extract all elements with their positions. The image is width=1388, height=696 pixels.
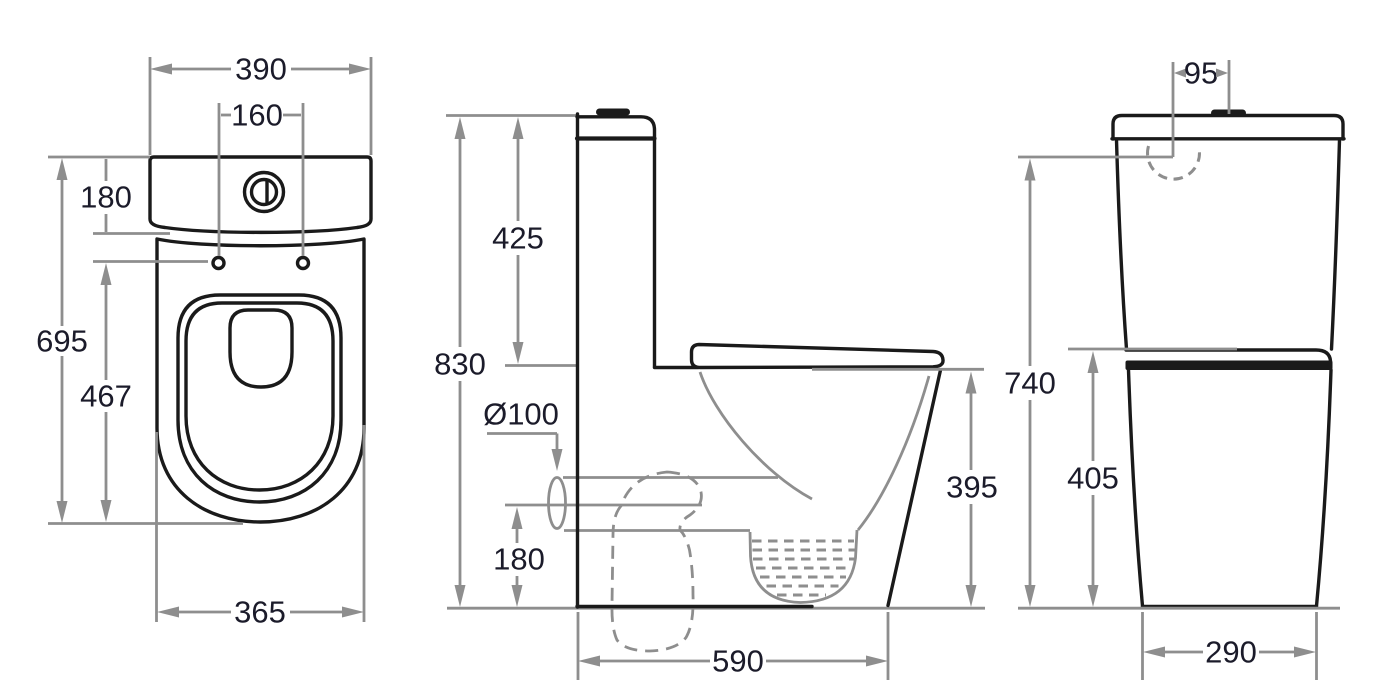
bowl-front-wall (698, 371, 813, 501)
dim-cistern-height: 425 (492, 117, 544, 364)
body-left-edge (1126, 368, 1145, 608)
flush-opening (228, 308, 294, 389)
dim-overall-depth: 695 (36, 158, 88, 523)
water-trap (748, 529, 859, 604)
seat-band (1125, 360, 1333, 370)
dim-overall-depth-side: 590 (576, 612, 890, 680)
dim-inlet-offset: 95 (1171, 56, 1231, 157)
bowl-back-wall (856, 375, 931, 531)
dim-cistern-width: 390 (148, 52, 373, 155)
seat-outer-ring (176, 293, 343, 504)
dim-label-395: 395 (946, 470, 998, 505)
water-hatch (752, 539, 855, 597)
dim-rim-height-side: 395 (946, 371, 998, 607)
dim-base-width: 290 (1141, 612, 1318, 680)
dim-label-405: 405 (1067, 461, 1119, 496)
body-right-edge (1314, 368, 1333, 608)
trapway-dashed-outline (610, 470, 703, 653)
dim-label-830: 830 (434, 347, 486, 382)
flush-button-outer (242, 170, 286, 214)
dim-overall-height: 830 (434, 117, 486, 607)
dim-cistern-depth: 180 (80, 159, 132, 232)
dim-outlet-diameter: Ø100 (483, 397, 563, 471)
seat-top-line (1124, 348, 1333, 363)
back-edge (886, 368, 943, 608)
dim-label-467: 467 (80, 379, 132, 414)
dim-label-425: 425 (492, 221, 544, 256)
dim-label-180-top: 180 (80, 180, 132, 215)
dim-label-740: 740 (1004, 366, 1056, 401)
outlet-pipe (547, 476, 567, 530)
dim-label-d100: Ø100 (483, 397, 559, 432)
seat-profile (689, 342, 945, 370)
dim-label-180-side: 180 (493, 542, 545, 577)
dim-label-95: 95 (1184, 56, 1218, 91)
dim-label-695: 695 (36, 324, 88, 359)
cistern-profile (575, 115, 657, 369)
dim-pan-depth: 467 (80, 263, 132, 522)
dim-label-390: 390 (235, 52, 287, 87)
cistern-outline (148, 155, 373, 235)
dim-label-290: 290 (1205, 635, 1257, 670)
front-view: 95 740 405 290 (1004, 56, 1346, 680)
seat-inner-ring (184, 301, 335, 492)
inlet-hole-dashed (1146, 145, 1201, 181)
dim-inlet-height: 740 (1004, 158, 1056, 607)
hinge-hole-left (211, 255, 226, 271)
flush-button-inner (249, 177, 279, 207)
dim-label-365: 365 (234, 595, 286, 630)
cistern-button-side (596, 108, 630, 116)
pan-outline (155, 237, 366, 524)
side-view: 830 425 Ø100 180 (434, 108, 998, 680)
tank-left-edge (1114, 138, 1129, 351)
tank-right-edge (1329, 138, 1342, 351)
dim-label-160: 160 (231, 98, 283, 133)
dim-pan-width: 365 (155, 425, 366, 630)
dim-label-590: 590 (712, 644, 764, 679)
hinge-hole-right (295, 255, 311, 271)
cistern-lid-front (1111, 113, 1345, 141)
dim-rim-height-front: 405 (1067, 351, 1119, 607)
top-view: 390 160 695 180 (36, 52, 373, 630)
dim-hinge-spacing: 160 (217, 98, 305, 256)
dim-outlet-height: 180 (493, 507, 545, 607)
